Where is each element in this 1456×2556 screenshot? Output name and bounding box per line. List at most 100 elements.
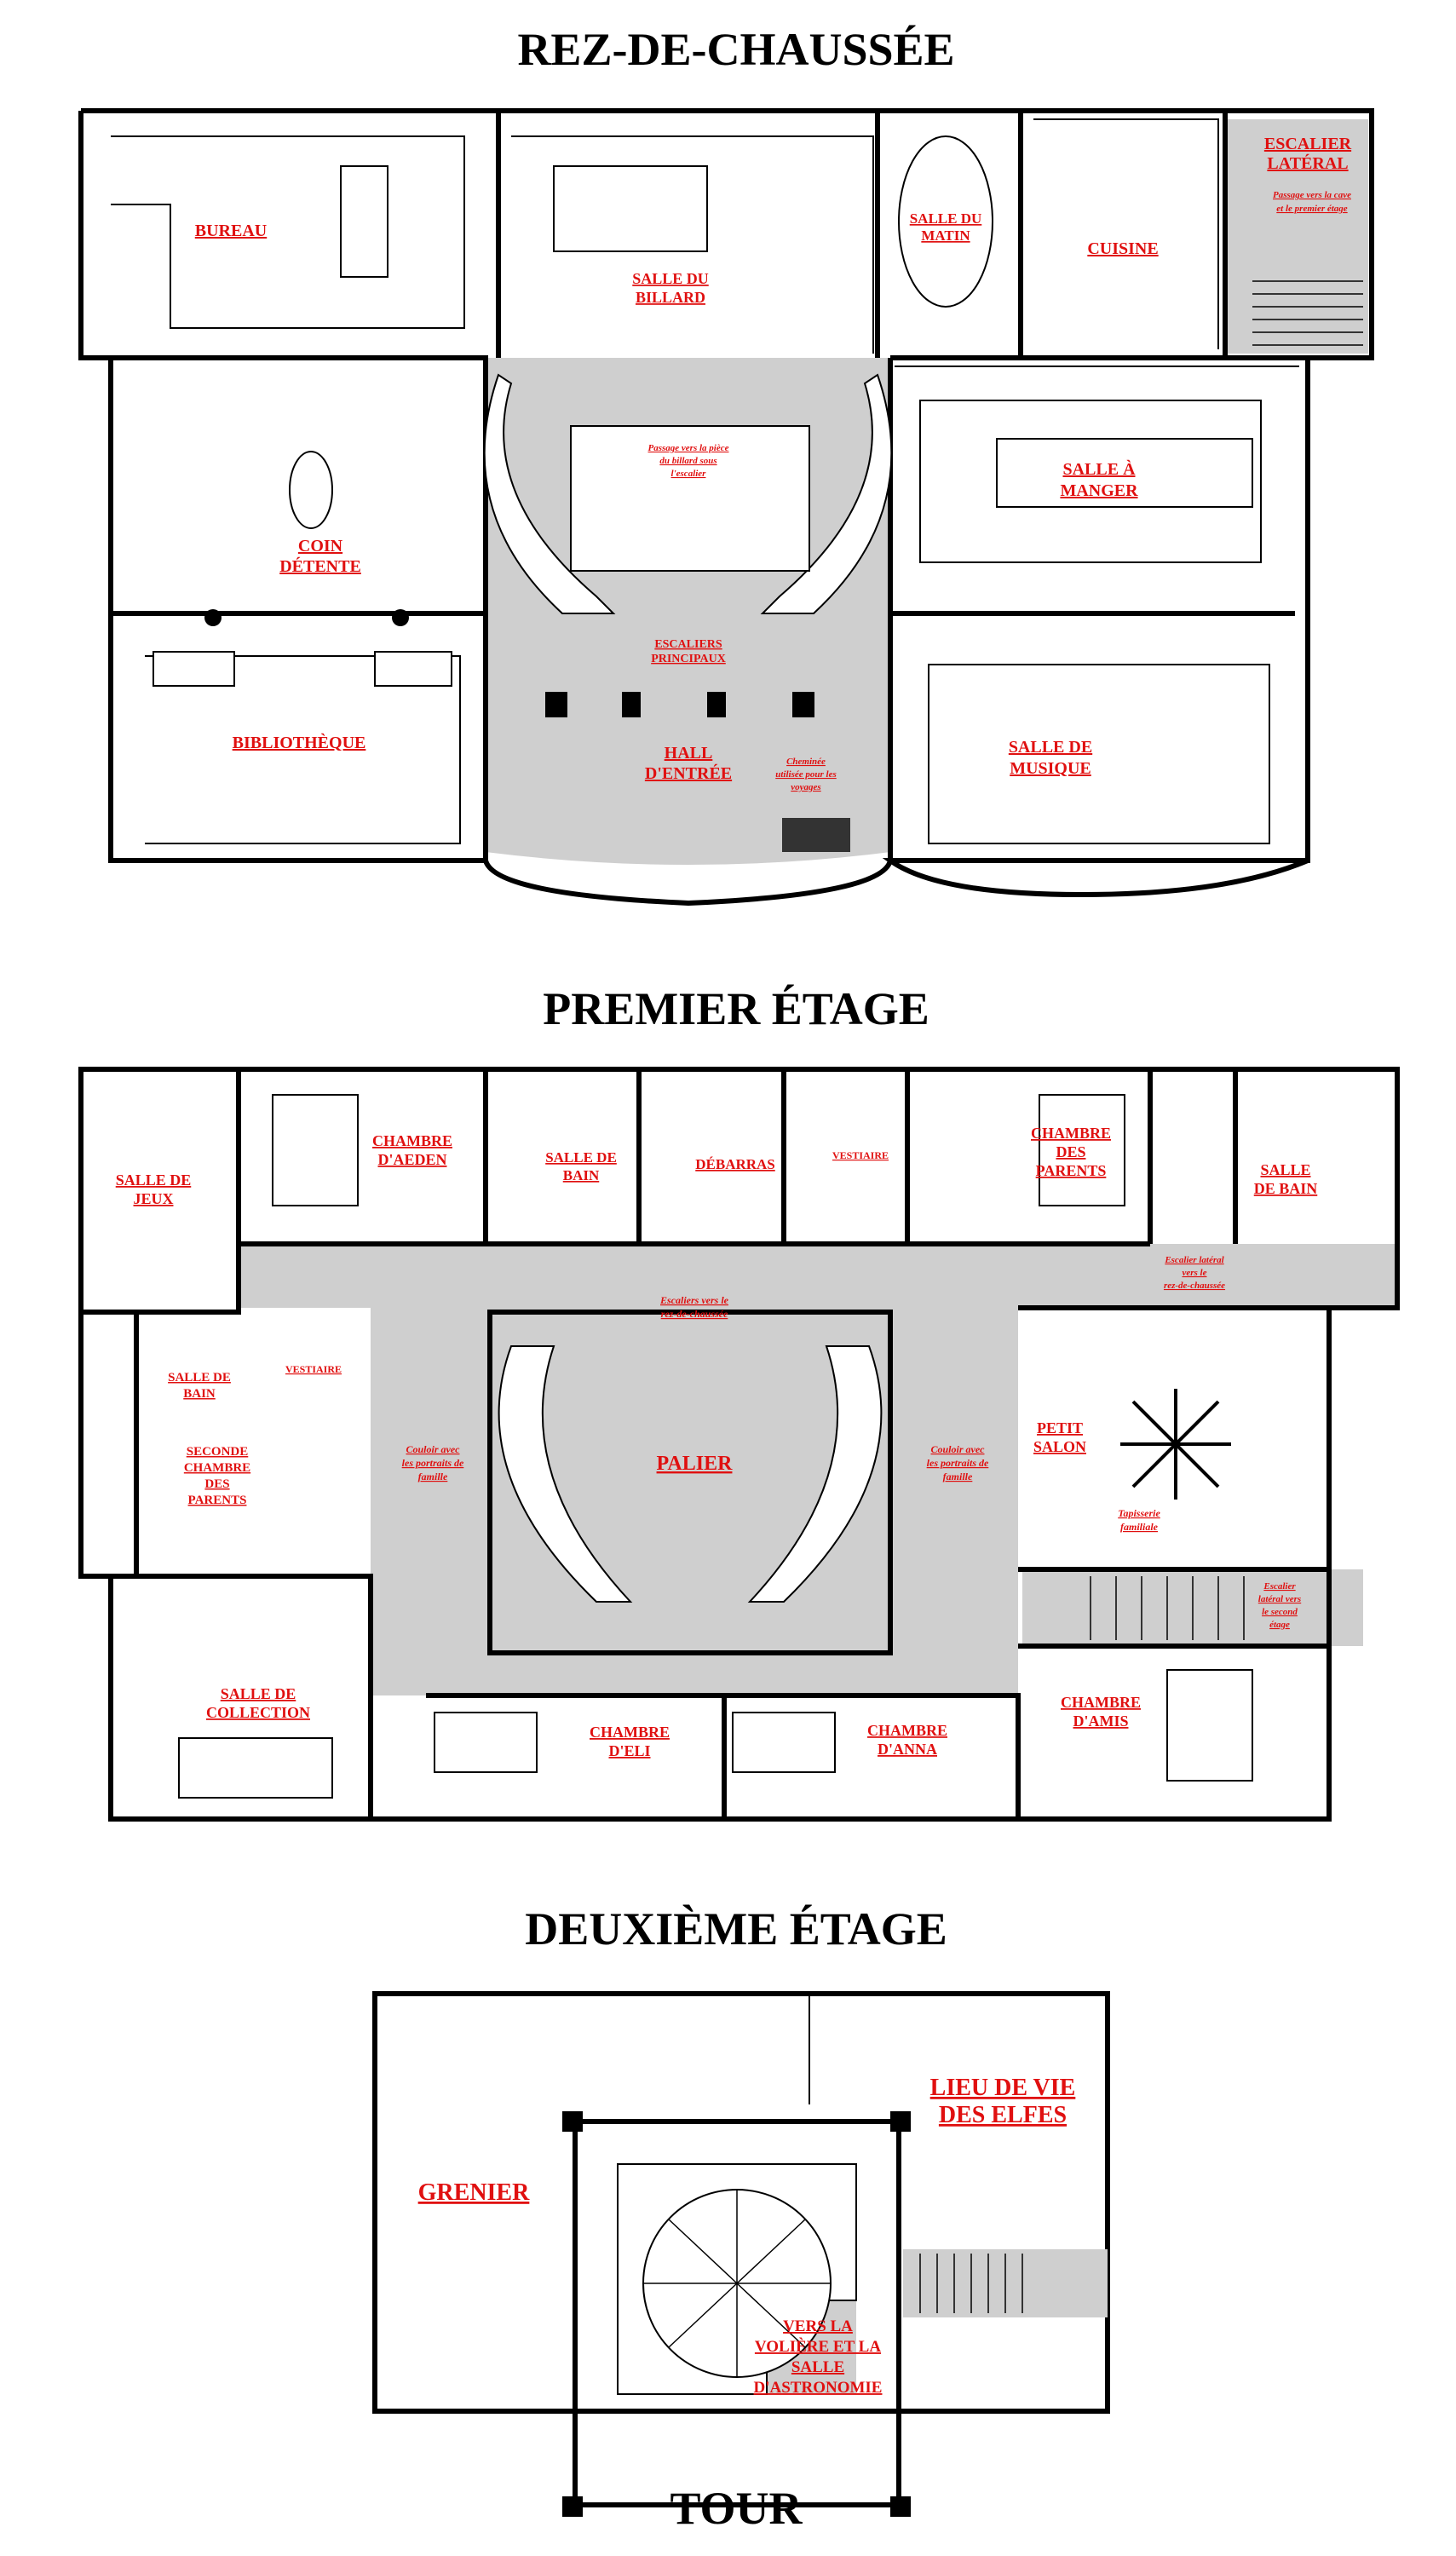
label-amis-1: CHAMBRE [1061, 1694, 1141, 1711]
ground-labels: BUREAU SALLE DU BILLARD SALLE DU MATIN C… [195, 135, 1352, 792]
label-esc-vers-1: Escaliers vers le [659, 1294, 729, 1306]
label-couloir-l-1: Couloir avec [406, 1443, 461, 1455]
label-bain3-1: SALLE DE [168, 1371, 231, 1384]
spiral-steps [643, 2190, 831, 2377]
title-tower: TOUR [670, 2483, 803, 2534]
label-petit-1: PETIT [1037, 1419, 1083, 1436]
label-esc-note-1: Passage vers la cave [1273, 190, 1351, 200]
label-manger-2: MANGER [1060, 481, 1138, 500]
first-labels: SALLE DE JEUX CHAMBRE D'AEDEN SALLE DE B… [116, 1125, 1318, 1759]
label-cheminee-1: Cheminée [786, 757, 826, 767]
label-amis-2: D'AMIS [1073, 1713, 1128, 1730]
outer-wall-ground [78, 108, 1374, 907]
label-musique-2: MUSIQUE [1010, 759, 1091, 778]
stair-rdc-floor [1150, 1244, 1397, 1308]
label-billard-2: BILLARD [636, 289, 705, 306]
label-esc-note-2: et le premier étage [1276, 204, 1348, 214]
label-collection-1: SALLE DE [221, 1685, 296, 1702]
library-shelf [153, 651, 235, 687]
label-parents-2: DES [1056, 1143, 1085, 1160]
second-floor-plan [372, 1991, 1110, 2517]
corridor-floor [239, 1244, 1150, 1695]
amis-bed [1166, 1669, 1253, 1782]
label-tapisserie-2: familiale [1120, 1521, 1159, 1533]
eli-bed [434, 1712, 538, 1773]
side-stair-floor [1225, 119, 1368, 354]
label-bain2-2: DE BAIN [1254, 1180, 1318, 1197]
title-second: DEUXIÈME ÉTAGE [525, 1903, 947, 1954]
label-eli-1: CHAMBRE [590, 1724, 670, 1741]
hall-columns [204, 609, 814, 717]
aeden-bed [272, 1094, 359, 1206]
label-seconde-2: CHAMBRE [184, 1461, 250, 1475]
label-vestiaire2: VESTIAIRE [285, 1363, 342, 1375]
tower-room [573, 2119, 901, 2507]
label-passage-3: l'escalier [671, 469, 707, 479]
title-ground: REZ-DE-CHAUSSÉE [517, 24, 954, 75]
label-musique-1: SALLE DE [1009, 738, 1092, 757]
label-anna-2: D'ANNA [878, 1741, 937, 1758]
label-escaliers-2: PRINCIPAUX [651, 653, 726, 665]
label-palier: PALIER [657, 1453, 734, 1475]
label-hall-1: HALL [665, 744, 713, 763]
label-hall-2: D'ENTRÉE [645, 763, 732, 783]
label-couloir-r-2: les portraits de [927, 1457, 989, 1469]
label-coin-1: COIN [298, 537, 343, 556]
label-voliere-4: D'ASTRONOMIE [754, 2379, 883, 2397]
stair-second-steps [1090, 1576, 1245, 1640]
label-voliere-2: VOLIÈRE ET LA [755, 2337, 881, 2356]
label-elfes-1: LIEU DE VIE [930, 2075, 1076, 2101]
billiard-table [553, 165, 708, 252]
label-cheminee-2: utilisée pour les [775, 769, 837, 780]
label-matin-1: SALLE DU [910, 210, 982, 227]
label-esc-rdc-3: rez-de-chaussée [1164, 1281, 1225, 1291]
label-anna-1: CHAMBRE [867, 1722, 947, 1739]
family-tapestry [1120, 1389, 1231, 1500]
label-escaliers-1: ESCALIERS [654, 638, 722, 651]
side-stair-steps [1252, 280, 1363, 346]
tower-columns [562, 2111, 911, 2517]
landing-stair-left [498, 1345, 633, 1603]
label-parents-3: PARENTS [1036, 1162, 1107, 1179]
label-couloir-r-3: famille [943, 1471, 973, 1482]
landing-room [487, 1310, 893, 1655]
label-jeux-1: SALLE DE [116, 1172, 192, 1189]
label-elfes-2: DES ELFES [939, 2102, 1067, 2128]
label-bibliotheque: BIBLIOTHÈQUE [233, 733, 366, 752]
label-cuisine: CUISINE [1087, 239, 1158, 258]
label-manger-1: SALLE À [1062, 459, 1136, 479]
fireplace [782, 818, 850, 852]
label-aeden-2: D'AEDEN [377, 1151, 446, 1168]
breakfast-table [898, 135, 993, 308]
label-coin-2: DÉTENTE [279, 556, 361, 576]
label-voliere-3: SALLE [791, 2358, 844, 2376]
label-seconde-3: DES [204, 1477, 229, 1491]
side-stair-room [1223, 108, 1374, 360]
label-debarras: DÉBARRAS [695, 1156, 775, 1172]
label-bureau: BUREAU [195, 222, 267, 240]
label-parents-1: CHAMBRE [1031, 1125, 1111, 1142]
label-petit-2: SALON [1033, 1438, 1086, 1455]
label-couloir-l-2: les portraits de [402, 1457, 464, 1469]
label-esc-rdc-1: Escalier latéral [1164, 1255, 1224, 1265]
label-couloir-r-1: Couloir avec [931, 1443, 986, 1455]
label-esc-second-4: étage [1269, 1620, 1290, 1630]
label-esc-second-2: latéral vers [1258, 1594, 1301, 1604]
inner-walls-first [81, 1069, 1332, 1819]
ground-floor-plan [78, 108, 1374, 907]
parents-bed [1039, 1094, 1125, 1206]
main-stair-left [483, 373, 616, 614]
main-stair-right [760, 373, 893, 614]
label-tapisserie-1: Tapisserie [1118, 1507, 1160, 1519]
label-escalier-lat-2: LATÉRAL [1267, 153, 1348, 173]
title-first: PREMIER ÉTAGE [543, 983, 929, 1034]
label-aeden-1: CHAMBRE [372, 1132, 452, 1149]
label-cheminee-3: voyages [791, 782, 820, 792]
label-bain3-2: BAIN [183, 1387, 216, 1401]
library-shelf-2 [374, 651, 452, 687]
outer-wall-first [78, 1067, 1400, 1822]
label-passage-2: du billard sous [659, 456, 716, 466]
label-grenier: GRENIER [418, 2179, 530, 2206]
anna-bed [732, 1712, 836, 1773]
